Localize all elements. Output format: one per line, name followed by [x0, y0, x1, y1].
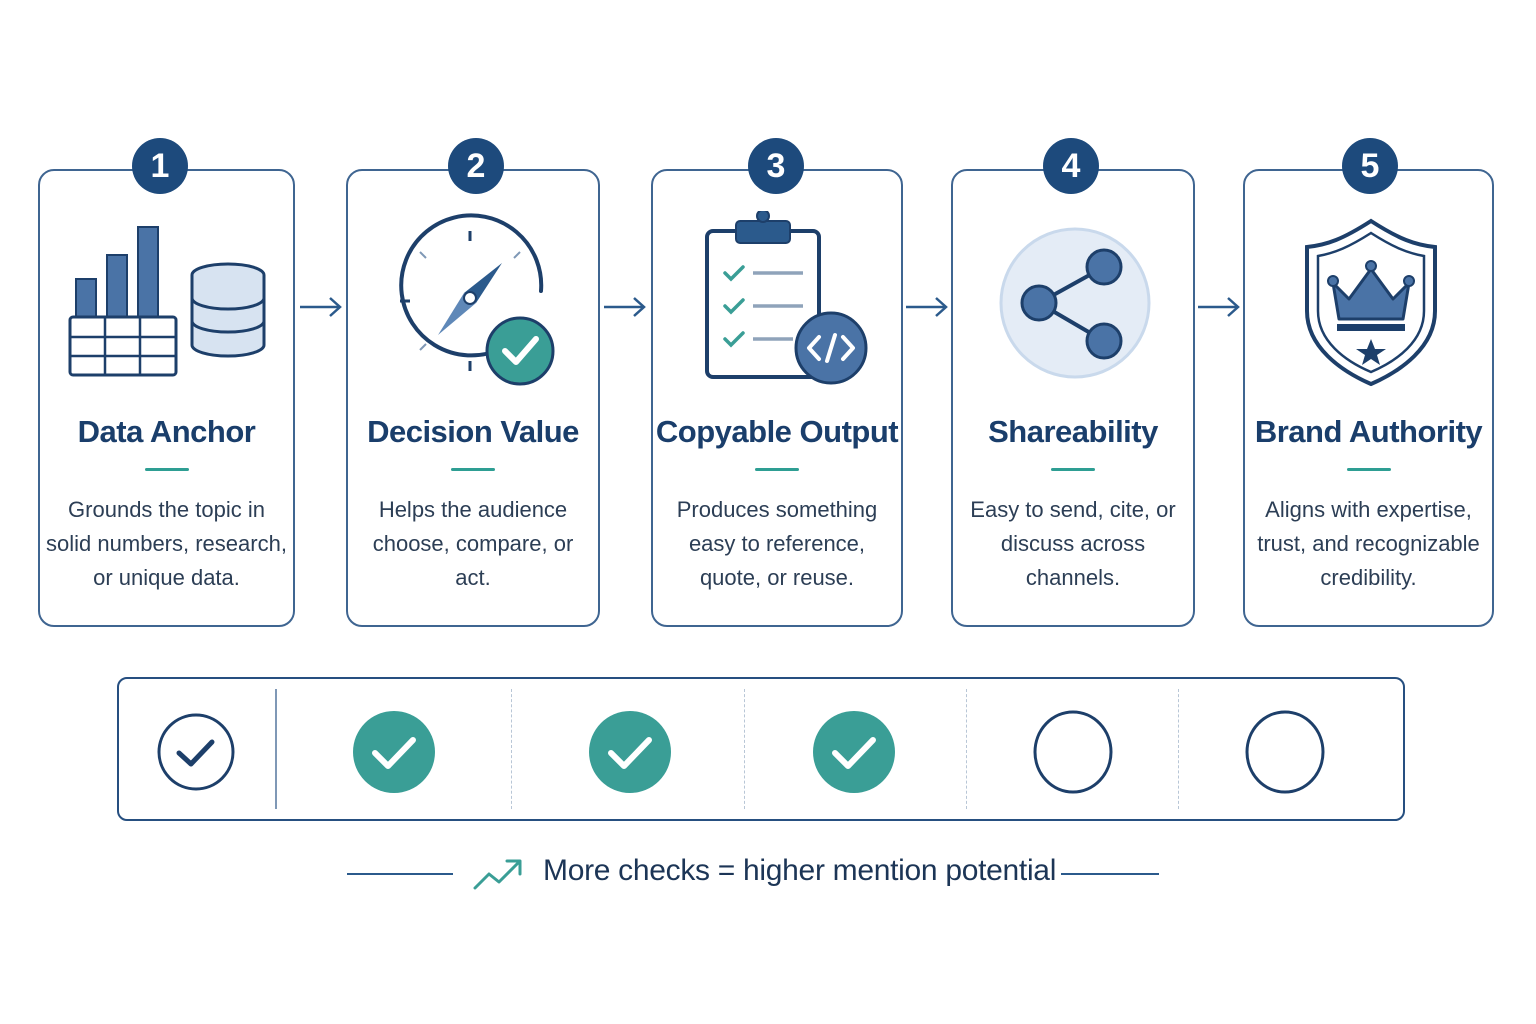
- step-card-2: Decision Value Helps the audience choose…: [346, 169, 600, 627]
- step-description: Produces something easy to reference, qu…: [676, 497, 878, 590]
- step-title: Brand Authority: [1254, 414, 1483, 449]
- step-number-badge: 5: [1342, 138, 1398, 194]
- divider: [966, 689, 967, 809]
- compass-check-icon: [399, 213, 555, 386]
- check-filled-icon[interactable]: [353, 709, 435, 795]
- legend: More checks = higher mention potential: [347, 850, 1159, 898]
- check-filled-icon[interactable]: [813, 709, 895, 795]
- share-icon: [999, 227, 1151, 379]
- step-description: Easy to send, cite, or discuss across ch…: [970, 497, 1176, 590]
- step-card-3: Copyable Output Produces something easy …: [651, 169, 903, 627]
- checklist-panel: [117, 677, 1405, 821]
- title-underline: [755, 468, 799, 471]
- step-card-1: Data Anchor Grounds the topic in solid n…: [38, 169, 295, 627]
- trend-up-icon: [473, 859, 522, 890]
- step-number-badge: 4: [1043, 138, 1099, 194]
- step-title: Data Anchor: [77, 414, 256, 449]
- step-number-badge: 1: [132, 138, 188, 194]
- step-description: Helps the audience choose, compare, or a…: [372, 497, 574, 590]
- step-number-badge: 3: [748, 138, 804, 194]
- step-description: Grounds the topic in solid numbers, rese…: [46, 497, 287, 590]
- divider: [511, 689, 512, 809]
- divider: [1178, 689, 1179, 809]
- title-underline: [1051, 468, 1095, 471]
- check-outline-icon[interactable]: [155, 709, 237, 795]
- empty-circle-icon[interactable]: [1244, 709, 1326, 795]
- clipboard-code-icon: [705, 211, 868, 385]
- arrow-right-icon: [300, 297, 342, 317]
- step-title: Shareability: [988, 414, 1158, 449]
- arrow-right-icon: [1198, 297, 1240, 317]
- check-filled-icon[interactable]: [589, 709, 671, 795]
- step-number-badge: 2: [448, 138, 504, 194]
- legend-text: More checks = higher mention potential: [543, 854, 1057, 887]
- crown-shield-icon: [1305, 218, 1437, 387]
- step-card-5: Brand Authority Aligns with expertise, t…: [1243, 169, 1494, 627]
- divider: [744, 689, 745, 809]
- title-underline: [144, 468, 189, 471]
- step-title: Decision Value: [367, 414, 579, 449]
- step-card-4: Shareability Easy to send, cite, or disc…: [951, 169, 1195, 627]
- bar-chart-database-icon: [68, 226, 266, 377]
- empty-circle-icon[interactable]: [1032, 709, 1114, 795]
- title-underline: [451, 468, 495, 471]
- step-title: Copyable Output: [655, 414, 899, 449]
- legend-rule-right: [1061, 873, 1159, 875]
- step-description: Aligns with expertise, trust, and recogn…: [1257, 497, 1480, 590]
- legend-rule-left: [347, 873, 453, 875]
- divider: [275, 689, 277, 809]
- arrow-right-icon: [604, 297, 646, 317]
- title-underline: [1346, 468, 1391, 471]
- arrow-right-icon: [906, 297, 948, 317]
